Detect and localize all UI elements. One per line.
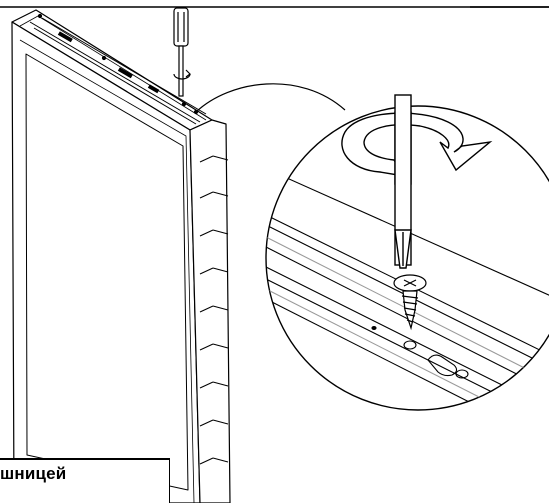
screwdriver-icon — [173, 7, 191, 97]
caption-box — [0, 458, 170, 503]
screwdriver-shaft-large — [394, 94, 412, 269]
screw-icon — [393, 274, 427, 331]
top-rail — [29, 13, 207, 125]
caption-text: шницей — [0, 464, 67, 483]
zoom-callout-line — [195, 83, 346, 113]
side-panel-segments — [199, 155, 229, 465]
cabinet-frame-icon — [11, 9, 231, 503]
detail-magnifier — [265, 94, 549, 411]
